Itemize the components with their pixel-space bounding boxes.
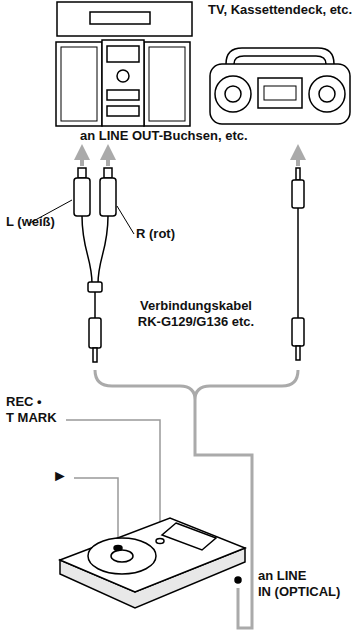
label-text: ► <box>52 466 76 485</box>
label-text: an LINE IN (OPTICAL) <box>258 568 358 599</box>
label-text: an LINE OUT-Buchsen, etc. <box>80 128 300 144</box>
label-text: L (weiß) <box>6 214 56 230</box>
label-text: R (rot) <box>136 226 206 242</box>
connection-cable <box>74 168 116 362</box>
tuner-unit <box>57 2 192 36</box>
hifi-system <box>56 40 190 126</box>
label-text: REC • T MARK <box>6 394 76 425</box>
mini-plug-cable <box>292 168 304 360</box>
label-text: Verbindungskabel RK-G129/G136 etc. <box>116 298 276 329</box>
cassette-deck <box>210 48 350 124</box>
signal-arrows <box>82 152 298 166</box>
md-recorder <box>60 518 245 608</box>
label-text: TV, Kassettendeck, etc. <box>208 2 356 18</box>
